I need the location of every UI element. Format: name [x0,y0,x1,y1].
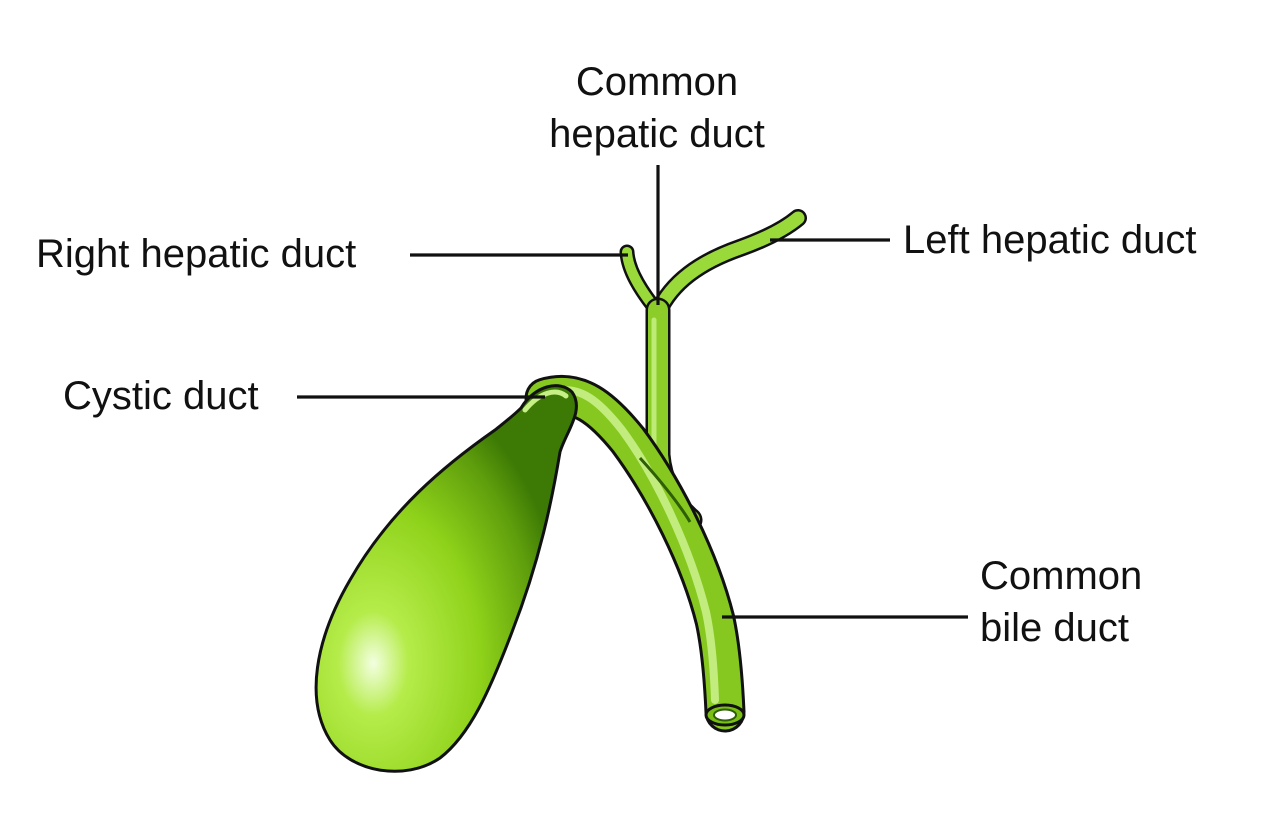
label-common-bile-duct-line-2: bile duct [980,606,1129,650]
hepatic-duct-branches [619,209,807,321]
label-common-hepatic-duct: Common hepatic duct [532,56,782,160]
label-common-hepatic-duct-line-2: hepatic duct [549,112,765,156]
leader-lines [297,165,968,619]
label-right-hepatic-duct: Right hepatic duct [36,232,357,276]
label-left-hepatic-duct: Left hepatic duct [903,218,1197,262]
label-cystic-duct: Cystic duct [63,374,259,418]
gallbladder-shape [314,384,578,773]
label-common-hepatic-duct-line-1: Common [575,60,739,104]
common-bile-duct-shape [524,374,746,733]
label-common-bile-duct: Common bile duct [980,550,1142,654]
label-common-bile-duct-line-1: Common [980,554,1143,598]
